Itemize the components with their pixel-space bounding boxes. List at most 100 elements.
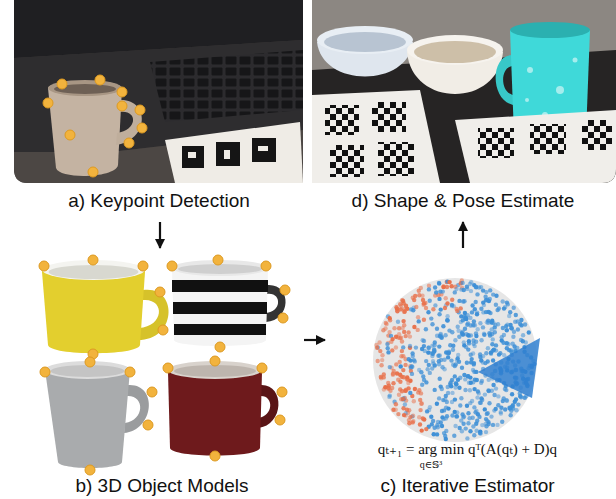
sample-dot (455, 410, 459, 414)
art-rect (325, 105, 359, 135)
sample-dot (511, 335, 515, 339)
art-rect (174, 324, 266, 335)
sample-dot (449, 284, 453, 288)
art-circle (43, 98, 53, 108)
sample-dot (441, 417, 445, 421)
sample-dot (509, 409, 513, 413)
sample-dot (424, 327, 428, 331)
sample-dot (407, 421, 411, 425)
sample-dot (483, 361, 487, 365)
sample-dot (479, 338, 483, 342)
sample-dot (388, 316, 392, 320)
sample-dot (417, 388, 421, 392)
art-circle (137, 123, 147, 133)
sample-dot (513, 400, 517, 404)
sample-dot (407, 357, 411, 361)
sample-dot (478, 431, 482, 435)
art-path (42, 265, 145, 354)
sample-dot (441, 289, 445, 293)
sample-dot (387, 330, 391, 334)
sample-dot (394, 362, 398, 366)
sample-dot (437, 312, 441, 316)
sample-dot (487, 401, 491, 405)
sample-dot (418, 422, 422, 426)
sample-dot (478, 321, 482, 325)
sample-dot (500, 420, 504, 424)
art-ellipse (324, 32, 406, 52)
sample-dot (505, 328, 509, 332)
sample-dot (437, 344, 441, 348)
sample-dot (428, 371, 432, 375)
sample-dot (504, 388, 508, 392)
sample-dot (512, 306, 516, 310)
art-circle (278, 313, 288, 323)
sample-dot (406, 330, 410, 334)
sample-dot (482, 332, 486, 336)
art-path (172, 268, 268, 346)
sample-dot (527, 330, 531, 334)
art-circle (277, 387, 287, 397)
sample-dot (473, 307, 477, 311)
sample-dot (479, 381, 483, 385)
sample-dot (456, 325, 460, 329)
panel: qₜ₊₁ = arg min qᵀ(A(qₜ) + D)qq∈𝕊³c) Iter… (325, 248, 610, 498)
sample-dot (453, 374, 457, 378)
formula-text: qₜ₊₁ = arg min qᵀ(A(qₜ) + D)q (325, 441, 610, 458)
flow-arrow (159, 222, 161, 248)
sample-dot (411, 308, 415, 312)
art-circle (210, 356, 220, 366)
sample-dot (505, 341, 509, 345)
sample-dot (405, 307, 409, 311)
sample-dot (388, 365, 392, 369)
sample-dot (469, 289, 473, 293)
art-circle (88, 167, 98, 177)
flow-arrow (462, 222, 464, 248)
sample-dot (427, 363, 431, 367)
sample-dot (411, 354, 415, 358)
sample-dot (466, 411, 470, 415)
sample-dot (491, 423, 495, 427)
sample-dot (412, 399, 416, 403)
sample-dot (519, 323, 523, 327)
sample-dot (442, 358, 446, 362)
sample-dot (419, 402, 423, 406)
sample-dot (461, 415, 465, 419)
formula-text: q∈𝕊³ (420, 459, 443, 471)
art-rect (312, 0, 616, 183)
sample-dot (465, 287, 469, 291)
art-circle (213, 255, 223, 265)
sample-dot (459, 396, 463, 400)
sample-dot (410, 372, 414, 376)
art-circle (57, 79, 67, 89)
sample-dot (453, 397, 457, 401)
sample-dot (467, 381, 471, 385)
flow-arrow (304, 339, 325, 341)
sample-dot (390, 337, 394, 341)
sample-dot (421, 416, 425, 420)
sample-dot (510, 392, 514, 396)
sample-dot (440, 336, 444, 340)
panel-caption: b) 3D Object Models (20, 475, 304, 497)
sample-dot (414, 305, 418, 309)
art-circle (275, 415, 285, 425)
art-g (39, 255, 290, 475)
sample-dot (496, 322, 500, 326)
sample-dot (413, 387, 417, 391)
art-circle (135, 105, 145, 115)
sample-dot (394, 408, 398, 412)
sample-dot (455, 414, 459, 418)
sample-dot (406, 386, 410, 390)
sample-dot (460, 366, 464, 370)
panel: b) 3D Object Models (20, 248, 304, 498)
sample-dot (504, 324, 508, 328)
sample-dot (463, 316, 467, 320)
sample-dot (437, 396, 441, 400)
sample-dot (454, 414, 458, 418)
sample-dot (468, 388, 472, 392)
sample-dot (507, 314, 511, 318)
sample-dot (420, 401, 424, 405)
sample-dot (449, 358, 453, 362)
art-rect (172, 280, 268, 292)
art-rect (330, 145, 364, 177)
sample-dot (450, 298, 454, 302)
